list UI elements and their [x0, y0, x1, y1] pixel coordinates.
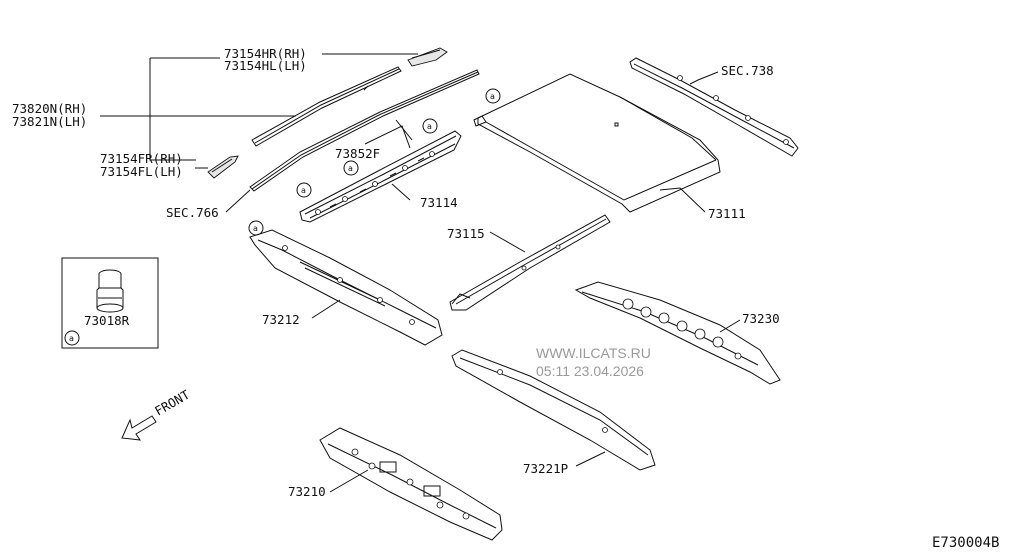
part-73154h-end-cover[interactable] [407, 47, 448, 67]
label-73221p[interactable]: 73221P [523, 461, 568, 476]
svg-text:a: a [69, 334, 74, 343]
svg-text:a: a [348, 164, 353, 173]
label-73230[interactable]: 73230 [742, 311, 780, 326]
label-73111[interactable]: 73111 [708, 206, 746, 221]
svg-text:a: a [490, 92, 495, 101]
part-sec766-rail[interactable] [249, 69, 480, 192]
front-label: FRONT [152, 387, 192, 419]
marker-circle: a [64, 330, 80, 346]
part-73154f-end-cover[interactable] [207, 155, 239, 179]
label-73212[interactable]: 73212 [262, 312, 300, 327]
label-73154hl[interactable]: 73154HL(LH) [224, 58, 307, 73]
part-73114-reinforcement[interactable] [299, 130, 462, 223]
label-73154fr[interactable]: 73154FR(RH) [100, 151, 183, 166]
label-73115[interactable]: 73115 [447, 226, 485, 241]
label-73852f[interactable]: 73852F [335, 146, 380, 161]
marker-circle: a [343, 160, 359, 176]
leader-lines [100, 53, 741, 493]
label-73018r[interactable]: 73018R [84, 313, 130, 328]
part-73210-rear-header[interactable] [319, 427, 503, 541]
part-73212-front-rail[interactable] [249, 229, 443, 346]
part-73820n-roof-molding[interactable] [251, 66, 402, 147]
marker-circle: a [296, 182, 312, 198]
marker-circle: a [422, 118, 438, 134]
watermark-site: WWW.ILCATS.RU [536, 345, 651, 361]
marker-circle: a [485, 88, 501, 104]
part-sec738-rail[interactable] [629, 57, 799, 157]
part-73221p-roof-bow[interactable] [451, 349, 656, 471]
svg-text:a: a [301, 186, 306, 195]
label-sec766[interactable]: SEC.766 [166, 205, 219, 220]
label-73820n[interactable]: 73820N(RH) [12, 101, 87, 116]
marker-circle: a [248, 220, 264, 236]
label-73114[interactable]: 73114 [420, 195, 458, 210]
part-73018r-box [61, 257, 159, 349]
diagram-id: E730004B [932, 535, 999, 551]
label-73154fl[interactable]: 73154FL(LH) [100, 164, 183, 179]
label-73154hr[interactable]: 73154HR(RH) [224, 46, 307, 61]
front-arrow-icon [121, 415, 157, 441]
watermark-timestamp: 05:11 23.04.2026 [536, 363, 644, 379]
label-73210[interactable]: 73210 [288, 484, 326, 499]
svg-text:a: a [253, 224, 258, 233]
label-73821n[interactable]: 73821N(LH) [12, 114, 87, 129]
part-73018r-clip[interactable] [96, 269, 124, 313]
part-73115-roof-bow[interactable] [449, 214, 611, 311]
part-73111-roof-panel[interactable] [473, 73, 721, 213]
part-73230-rear-rail[interactable] [574, 281, 781, 385]
svg-text:a: a [427, 122, 432, 131]
label-sec738[interactable]: SEC.738 [721, 63, 774, 78]
